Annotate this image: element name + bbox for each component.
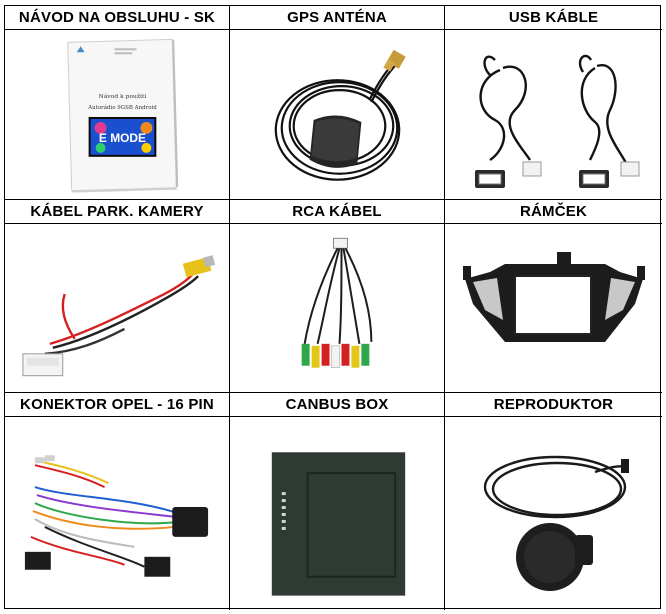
manual-subtitle-text: Autorádio 9GSB Android [87, 104, 157, 111]
cell-frame-image [445, 224, 662, 393]
header-label: NÁVOD NA OBSLUHU - SK [18, 9, 216, 26]
header-label: RÁMČEK [519, 203, 588, 220]
rca-cable-image [301, 237, 373, 368]
usb-cables-image [475, 54, 640, 188]
header-rca-cable: RCA KÁBEL [230, 200, 445, 224]
header-frame: RÁMČEK [445, 200, 662, 224]
header-label: RCA KÁBEL [292, 203, 382, 220]
manual-title-text: Návod k použití [99, 93, 147, 100]
header-label: GPS ANTÉNA [287, 9, 387, 26]
canbus-box-image [271, 452, 406, 596]
cell-speaker-image [445, 417, 662, 610]
header-camera-cable: KÁBEL PARK. KAMERY [5, 200, 230, 224]
product-grid: NÁVOD NA OBSLUHU - SK GPS ANTÉNA USB KÁB… [4, 5, 662, 610]
speaker-image [483, 455, 629, 591]
header-canbus-box: CANBUS BOX [230, 393, 445, 417]
gps-antenna-image [274, 49, 406, 181]
cell-usb-image [445, 30, 662, 200]
cell-manual-image: Návod k použití Autorádio 9GSB Android E… [5, 30, 230, 200]
opel-connector-harness-image [24, 455, 209, 577]
emode-logo: E MODE [99, 130, 146, 144]
header-label: KÁBEL PARK. KAMERY [30, 203, 204, 220]
header-manual: NÁVOD NA OBSLUHU - SK [5, 6, 230, 30]
header-label: REPRODUKTOR [493, 396, 614, 413]
manual-booklet-image: Návod k použití Autorádio 9GSB Android E… [67, 38, 179, 193]
header-label: CANBUS BOX [285, 396, 389, 413]
header-gps-antenna: GPS ANTÉNA [230, 6, 445, 30]
camera-cable-image [22, 254, 216, 376]
header-label: USB KÁBLE [508, 9, 599, 26]
header-speaker: REPRODUKTOR [445, 393, 662, 417]
cell-gps-image [230, 30, 445, 200]
cell-connector-image [5, 417, 230, 610]
header-opel-connector: KONEKTOR OPEL - 16 PIN [5, 393, 230, 417]
header-label: KONEKTOR OPEL - 16 PIN [20, 396, 214, 413]
cell-canbus-image [230, 417, 445, 610]
header-usb-cables: USB KÁBLE [445, 6, 662, 30]
dash-frame-image [463, 251, 645, 342]
cell-rca-image [230, 224, 445, 393]
cell-camera-cable-image [5, 224, 230, 393]
